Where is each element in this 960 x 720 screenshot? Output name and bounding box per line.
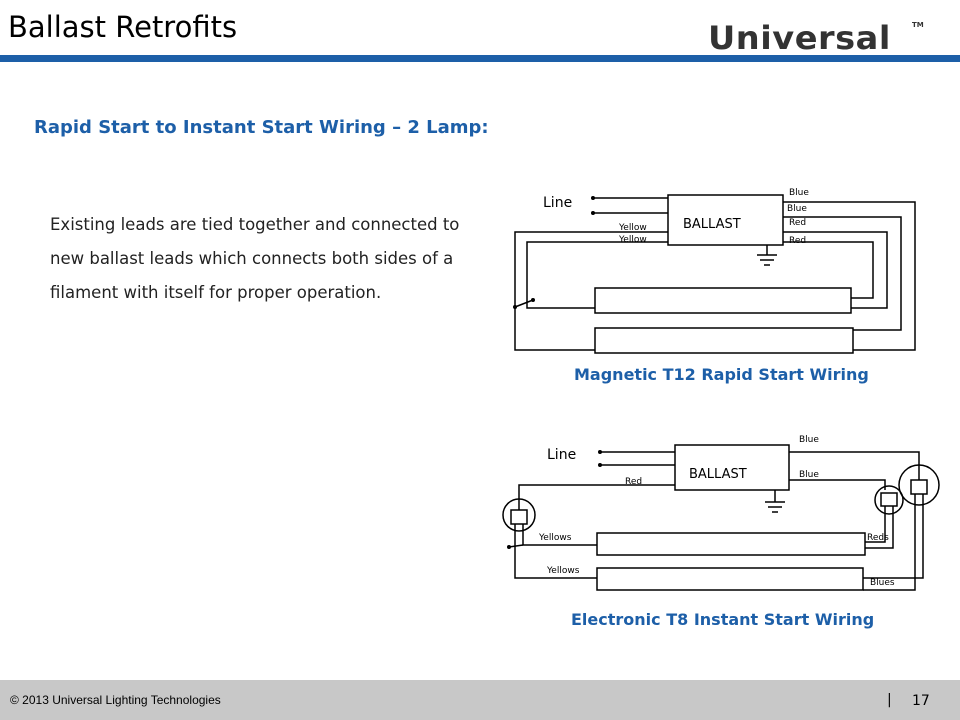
electronic-wiring-diagram: Line BALLAST Red Blue Blue Yellows Yello… (502, 435, 940, 591)
wire-label-red-2: Red (789, 236, 806, 246)
ballast-box (667, 194, 784, 246)
wire-label-blues: Blues (870, 578, 895, 588)
copyright-text: © 2013 Universal Lighting Technologies (10, 693, 221, 707)
line-label: Line (543, 195, 572, 211)
wire-label-reds: Reds (867, 533, 889, 543)
header-rule (0, 55, 960, 62)
slide-title: Ballast Retrofits (8, 10, 238, 44)
lamp-1 (594, 287, 852, 314)
ballast-label: BALLAST (683, 217, 741, 232)
lamp-2 (596, 567, 864, 591)
magnetic-wiring-diagram: Line BALLAST Yellow Yellow Blue Blue Red… (513, 188, 916, 354)
ballast-box (674, 444, 790, 491)
wire-label-yellow-2: Yellow (618, 235, 647, 245)
wire-label-blue-2: Blue (799, 470, 819, 480)
line-label: Line (547, 447, 576, 463)
wire-label-yellow-1: Yellow (618, 223, 647, 233)
electronic-diagram-caption: Electronic T8 Instant Start Wiring (571, 610, 875, 629)
wire-label-blue-1: Blue (789, 188, 809, 198)
universal-logo: Universal (708, 19, 891, 57)
magnetic-diagram-caption: Magnetic T12 Rapid Start Wiring (574, 365, 869, 384)
slide-subtitle: Rapid Start to Instant Start Wiring – 2 … (34, 117, 489, 138)
lamp-2 (594, 327, 854, 354)
ballast-label: BALLAST (689, 467, 747, 482)
page-separator: | (887, 692, 892, 708)
wire-label-yellows-1: Yellows (538, 533, 572, 543)
wire-label-blue-2: Blue (787, 204, 807, 214)
wire-label-yellows-2: Yellows (546, 566, 580, 576)
wire-label-red-1: Red (789, 218, 806, 228)
page-number: 17 (912, 693, 930, 709)
body-paragraph: Existing leads are tied together and con… (50, 215, 460, 302)
wire-label-red: Red (625, 477, 642, 487)
logo-trademark: TM (912, 21, 924, 29)
footer-bar: © 2013 Universal Lighting Technologies |… (0, 680, 960, 720)
wire-label-blue-1: Blue (799, 435, 819, 445)
lamp-1 (596, 532, 866, 556)
